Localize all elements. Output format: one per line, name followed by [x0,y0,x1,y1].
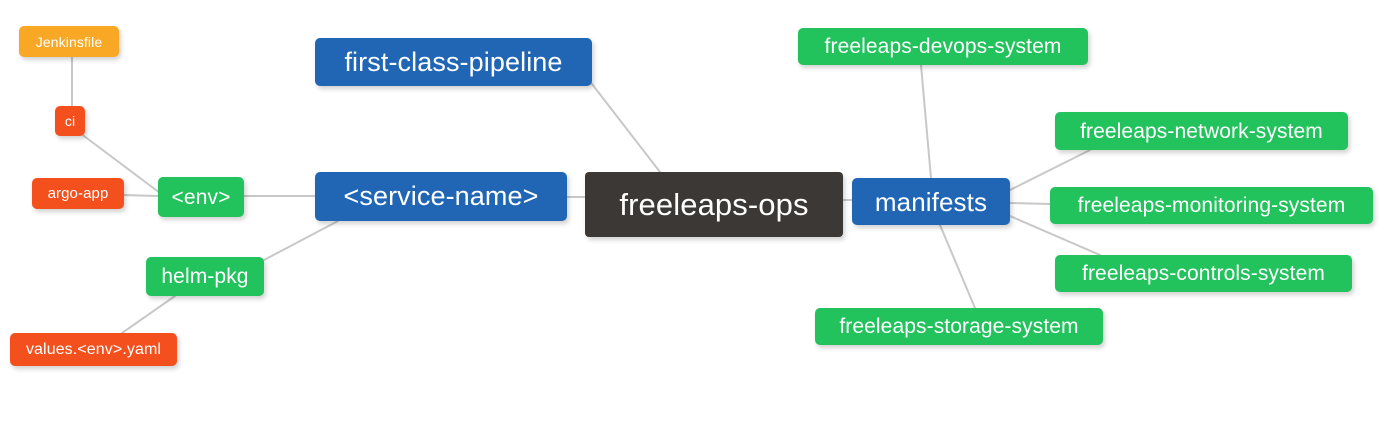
mindmap-node-env[interactable]: <env> [158,177,244,217]
mindmap-node-jenkinsfile[interactable]: Jenkinsfile [19,26,119,57]
edge-service-name-to-helm-pkg [263,220,339,261]
mindmap-node-freeleaps-controls-system[interactable]: freeleaps-controls-system [1055,255,1352,292]
edge-manifests-to-freeleaps-monitoring-system [1009,202,1051,205]
mindmap-node-argo-app[interactable]: argo-app [32,178,124,209]
mindmap-node-freeleaps-devops-system[interactable]: freeleaps-devops-system [798,28,1088,65]
edge-first-class-pipeline-to-freeleaps-ops [591,83,661,173]
edge-argo-app-to-env [123,194,159,197]
mindmap-node-freeleaps-network-system[interactable]: freeleaps-network-system [1055,112,1348,150]
edge-manifests-to-freeleaps-storage-system [939,224,976,309]
mindmap-node-ci[interactable]: ci [55,106,85,136]
mindmap-node-first-class-pipeline[interactable]: first-class-pipeline [315,38,592,86]
mindmap-node-manifests[interactable]: manifests [852,178,1010,225]
mindmap-node-service-name[interactable]: <service-name> [315,172,567,221]
edge-manifests-to-freeleaps-devops-system [920,64,932,179]
edge-helm-pkg-to-values-yaml [121,295,176,334]
mindmap-node-freeleaps-ops[interactable]: freeleaps-ops [585,172,843,237]
edge-manifests-to-freeleaps-controls-system [1009,215,1101,256]
mindmap-node-freeleaps-monitoring-system[interactable]: freeleaps-monitoring-system [1050,187,1373,224]
edge-ci-to-env [79,132,161,194]
mindmap-node-helm-pkg[interactable]: helm-pkg [146,257,264,296]
mindmap-node-freeleaps-storage-system[interactable]: freeleaps-storage-system [815,308,1103,345]
edge-manifests-to-freeleaps-network-system [1009,149,1091,191]
mindmap-node-values-yaml[interactable]: values.<env>.yaml [10,333,177,366]
